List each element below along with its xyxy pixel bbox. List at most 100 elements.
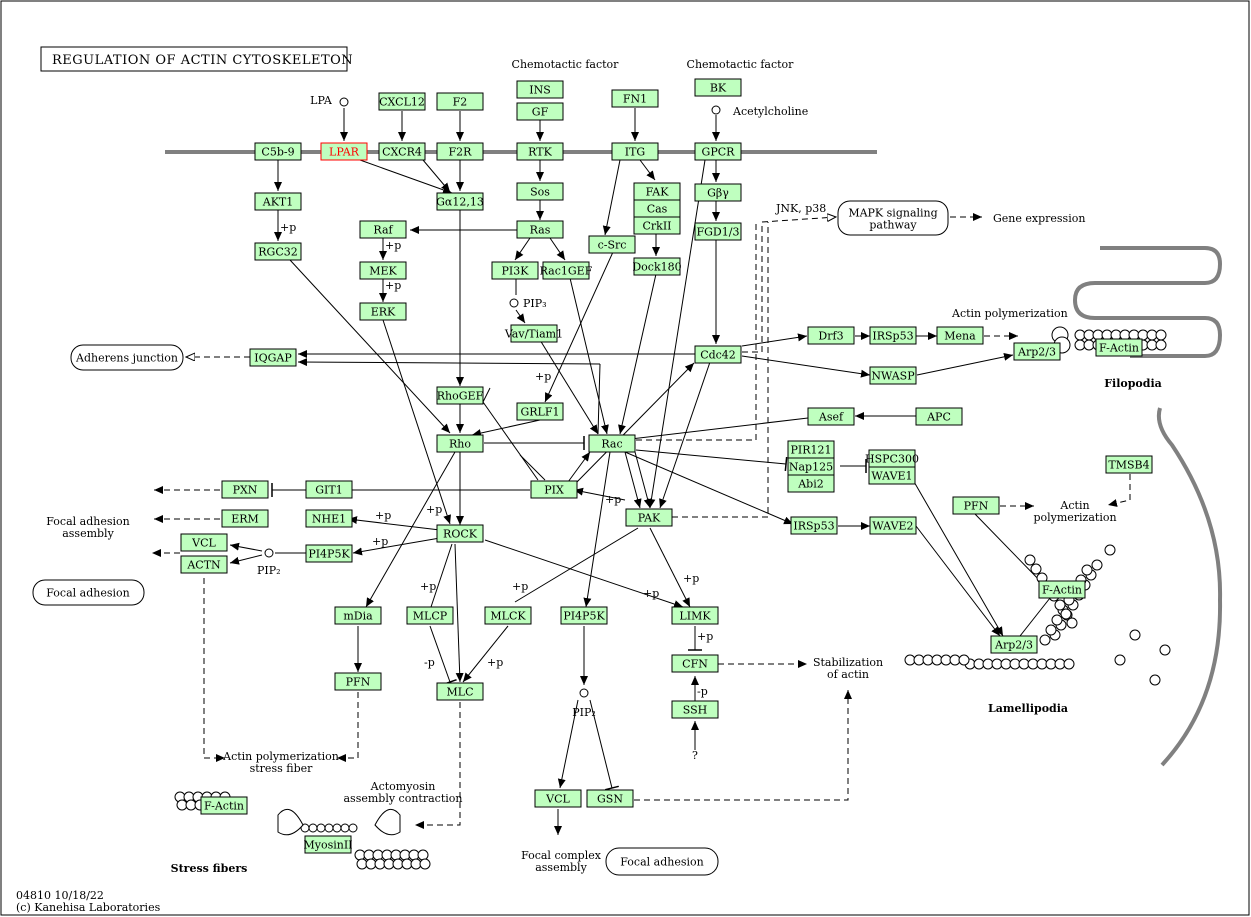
- gene-box[interactable]: [625, 508, 673, 527]
- gene-box[interactable]: [807, 326, 855, 345]
- gene-box[interactable]: [254, 192, 302, 211]
- gene-box[interactable]: [436, 434, 484, 453]
- gene-fgd13[interactable]: FGD1/3: [694, 222, 742, 241]
- gene-box[interactable]: [1038, 580, 1086, 599]
- mapk-pathway-box[interactable]: [837, 200, 949, 236]
- gene-wave2[interactable]: WAVE2: [869, 516, 917, 535]
- gene-box[interactable]: [516, 102, 564, 121]
- focal-adhesion-bottom-box[interactable]: [605, 847, 719, 876]
- gene-box[interactable]: [436, 524, 484, 543]
- gene-asef[interactable]: Asef: [807, 407, 855, 426]
- gene-drf3[interactable]: Drf3: [807, 326, 855, 345]
- gene-box[interactable]: [304, 835, 352, 854]
- gene-rac1gef[interactable]: Rac1GEF: [540, 261, 593, 280]
- lpa-compound[interactable]: [339, 97, 349, 107]
- gene-ga1213[interactable]: Gα12,13: [436, 192, 484, 211]
- gene-box[interactable]: [807, 407, 855, 426]
- gene-box[interactable]: [180, 555, 228, 574]
- gene-irsp53-mid[interactable]: IRSp53: [790, 516, 838, 535]
- gene-box[interactable]: [484, 606, 532, 625]
- gene-factin-top[interactable]: F-Actin: [1095, 338, 1143, 357]
- gene-factin-right[interactable]: F-Actin: [1038, 580, 1086, 599]
- gene-rgc32[interactable]: RGC32: [254, 242, 302, 261]
- gene-box[interactable]: [671, 700, 719, 719]
- gene-nwasp[interactable]: NWASP: [869, 366, 917, 385]
- gene-box[interactable]: [868, 466, 916, 485]
- gene-box[interactable]: [436, 192, 484, 211]
- gene-cdc42[interactable]: Cdc42: [694, 345, 742, 364]
- gene-mdia[interactable]: mDia: [334, 606, 382, 625]
- gene-box[interactable]: [633, 257, 681, 276]
- gene-ras[interactable]: Ras: [516, 220, 564, 239]
- gene-actn[interactable]: ACTN: [180, 555, 228, 574]
- gene-box[interactable]: [359, 220, 407, 239]
- gene-box[interactable]: [359, 261, 407, 280]
- gene-iqgap[interactable]: IQGAP: [249, 348, 297, 367]
- gene-box[interactable]: [869, 326, 917, 345]
- gene-box[interactable]: [491, 261, 539, 280]
- gene-limk[interactable]: LIMK: [671, 606, 719, 625]
- acetylcholine-compound[interactable]: [711, 105, 721, 115]
- gene-box[interactable]: [359, 302, 407, 321]
- gene-box[interactable]: [510, 324, 558, 343]
- gene-pfn-right[interactable]: PFN: [952, 496, 1000, 515]
- gene-box[interactable]: [952, 496, 1000, 515]
- gene-c5b9[interactable]: C5b-9: [254, 142, 302, 161]
- gene-rtk[interactable]: RTK: [516, 142, 564, 161]
- gene-pi4p5k-left[interactable]: PI4P5K: [305, 544, 353, 563]
- gene-rac[interactable]: Rac: [588, 434, 636, 453]
- gene-box[interactable]: [254, 142, 302, 161]
- gene-rock[interactable]: ROCK: [436, 524, 484, 543]
- gene-nhe1[interactable]: NHE1: [305, 509, 353, 528]
- gene-box[interactable]: [436, 142, 484, 161]
- pip3-compound[interactable]: [509, 298, 519, 308]
- gene-box[interactable]: [516, 142, 564, 161]
- gene-dock180[interactable]: Dock180: [632, 257, 682, 276]
- gene-box[interactable]: [915, 407, 963, 426]
- gene-pix[interactable]: PIX: [530, 480, 578, 499]
- adherens-junction-box[interactable]: [70, 344, 184, 371]
- gene-mlc[interactable]: MLC: [436, 682, 484, 701]
- gene-mena[interactable]: Mena: [936, 326, 984, 345]
- gene-gpcr[interactable]: GPCR: [694, 142, 742, 161]
- pip2-left-compound[interactable]: [264, 548, 274, 558]
- gene-pak[interactable]: PAK: [625, 508, 673, 527]
- gene-box[interactable]: [787, 474, 835, 493]
- gene-box[interactable]: [1105, 455, 1153, 474]
- gene-cxcr4[interactable]: CXCR4: [378, 142, 426, 161]
- gene-box[interactable]: [869, 366, 917, 385]
- gene-box[interactable]: [254, 242, 302, 261]
- gene-box[interactable]: [320, 142, 368, 161]
- gene-box[interactable]: [586, 789, 634, 808]
- gene-erm[interactable]: ERM: [221, 509, 269, 528]
- gene-itg[interactable]: ITG: [611, 142, 659, 161]
- gene-arp23-top[interactable]: Arp2/3: [1013, 342, 1061, 361]
- gene-ins[interactable]: INS: [516, 80, 564, 99]
- gene-box[interactable]: [516, 220, 564, 239]
- gene-box[interactable]: [221, 509, 269, 528]
- gene-box[interactable]: [671, 606, 719, 625]
- gene-pi3k[interactable]: PI3K: [491, 261, 539, 280]
- gene-abi2[interactable]: Abi2: [787, 474, 835, 493]
- gene-grlf1[interactable]: GRLF1: [516, 402, 564, 421]
- gene-lpar[interactable]: LPAR: [320, 142, 368, 161]
- gene-gby[interactable]: Gβγ: [694, 183, 742, 202]
- gene-fn1[interactable]: FN1: [611, 89, 659, 108]
- gene-crkii[interactable]: CrkII: [633, 216, 681, 235]
- gene-cxcl12[interactable]: CXCL12: [378, 92, 426, 111]
- gene-box[interactable]: [588, 235, 636, 254]
- gene-bk[interactable]: BK: [694, 78, 742, 97]
- gene-box[interactable]: [534, 789, 582, 808]
- gene-nap125[interactable]: Nap125: [787, 457, 835, 476]
- gene-rhogef[interactable]: RhoGEF: [436, 386, 484, 405]
- gene-pxn[interactable]: PXN: [221, 480, 269, 499]
- gene-gf[interactable]: GF: [516, 102, 564, 121]
- gene-box[interactable]: [378, 142, 426, 161]
- gene-box[interactable]: [694, 78, 742, 97]
- gene-box[interactable]: [305, 509, 353, 528]
- gene-box[interactable]: [516, 402, 564, 421]
- gene-box[interactable]: [249, 348, 297, 367]
- gene-box[interactable]: [542, 261, 590, 280]
- pip2-mid-compound[interactable]: [579, 688, 589, 698]
- gene-box[interactable]: [936, 326, 984, 345]
